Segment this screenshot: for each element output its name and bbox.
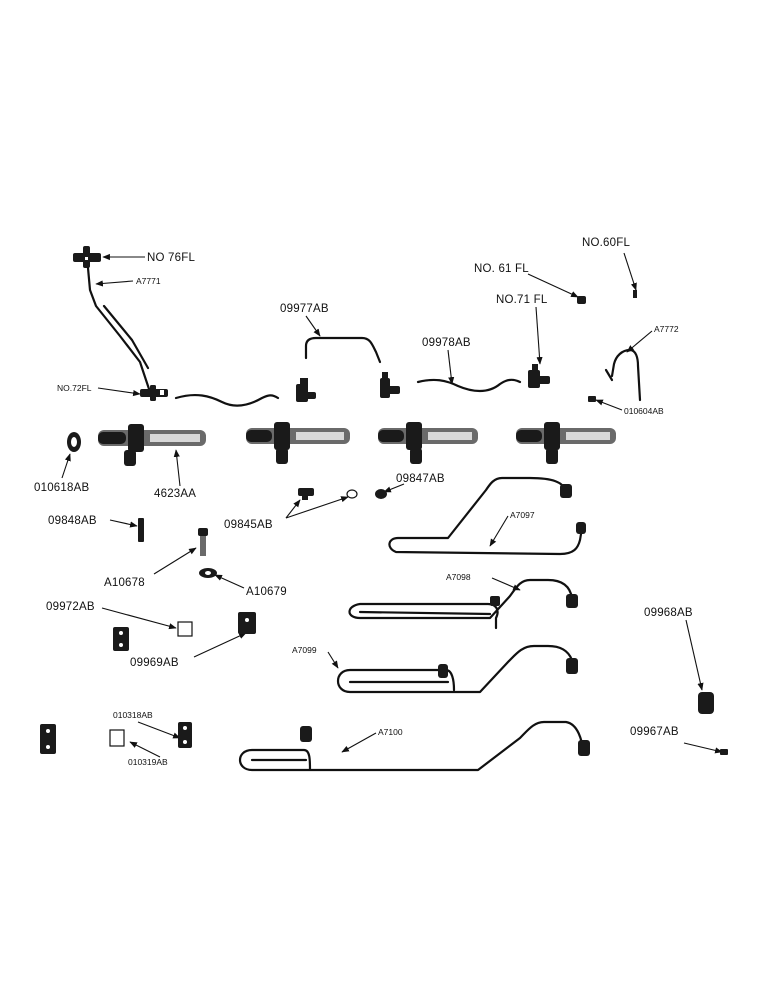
washer-a10679 [199, 568, 217, 578]
label-a7100: A7100 [378, 727, 403, 737]
label-a7771: A7771 [136, 276, 161, 286]
label-09977ab: 09977AB [280, 303, 329, 315]
small-fitting-010604ab [588, 396, 596, 402]
label-09978ab: 09978AB [422, 337, 471, 349]
label-a10678: A10678 [104, 577, 145, 589]
injection-line-a7100 [238, 720, 590, 772]
wavy-tube-1 [174, 393, 280, 407]
label-no76fl: NO 76FL [147, 252, 195, 264]
label-09848ab: 09848AB [48, 515, 97, 527]
label-no60fl: NO.60FL [582, 237, 630, 249]
bent-tube-a7772 [604, 348, 642, 402]
label-a10679: A10679 [246, 586, 287, 598]
injector-4 [516, 422, 616, 464]
wavy-tube-09978ab [416, 378, 522, 393]
label-09847ab: 09847AB [396, 473, 445, 485]
plate-1 [113, 627, 129, 651]
label-010618ab: 010618AB [34, 482, 89, 494]
label-no72fl: NO.72FL [57, 383, 92, 393]
injection-line-a7098 [348, 578, 578, 630]
pin-60fl [633, 290, 637, 298]
label-09969ab: 09969AB [130, 657, 179, 669]
elbow-fitting-2 [296, 378, 316, 402]
bracket-09969ab [238, 612, 256, 634]
label-4623aa: 4623AA [154, 488, 196, 500]
label-a7772: A7772 [654, 324, 679, 334]
label-010319ab: 010319AB [128, 757, 168, 767]
screw-a10678 [198, 528, 208, 556]
pin-09848ab [138, 518, 144, 542]
return-line-a7771 [86, 266, 152, 394]
injection-line-a7097 [388, 476, 586, 556]
label-09845ab: 09845AB [224, 519, 273, 531]
plate-2 [40, 724, 56, 754]
label-a7097: A7097 [510, 510, 535, 520]
plate-010318ab [178, 722, 192, 748]
injector-3 [378, 422, 478, 464]
injector-2 [246, 422, 350, 464]
label-09967ab: 09967AB [630, 726, 679, 738]
fitting-09845ab [298, 488, 314, 500]
fitting-09967ab [720, 749, 728, 755]
label-no71fl: NO.71 FL [496, 294, 548, 306]
elbow-fitting-71fl [528, 364, 550, 388]
shim-010319ab [109, 729, 125, 747]
nut-09968ab [698, 692, 714, 714]
label-010604ab: 010604AB [624, 406, 664, 416]
label-010318ab: 010318AB [113, 710, 153, 720]
elbow-fitting-3 [380, 372, 400, 398]
part-labels: NO 76FL A7771 NO.72FL 010618AB 4623AA 09… [34, 237, 693, 767]
label-09968ab: 09968AB [644, 607, 693, 619]
label-no61fl: NO. 61 FL [474, 263, 529, 275]
tee-fitting-72fl [140, 385, 168, 401]
leader-lines [61, 252, 723, 758]
injector-4623aa [98, 424, 206, 466]
label-09972ab: 09972AB [46, 601, 95, 613]
tee-fitting-76fl [73, 246, 101, 268]
ring-09845ab [346, 489, 358, 499]
nut-61fl [577, 296, 586, 304]
shim-09972ab [177, 621, 193, 637]
injection-line-a7099 [336, 644, 578, 694]
cap-09847ab [375, 489, 387, 499]
bent-tube-09977ab [304, 336, 382, 364]
label-a7099: A7099 [292, 645, 317, 655]
label-a7098: A7098 [446, 572, 471, 582]
washer-010618ab [67, 432, 81, 452]
